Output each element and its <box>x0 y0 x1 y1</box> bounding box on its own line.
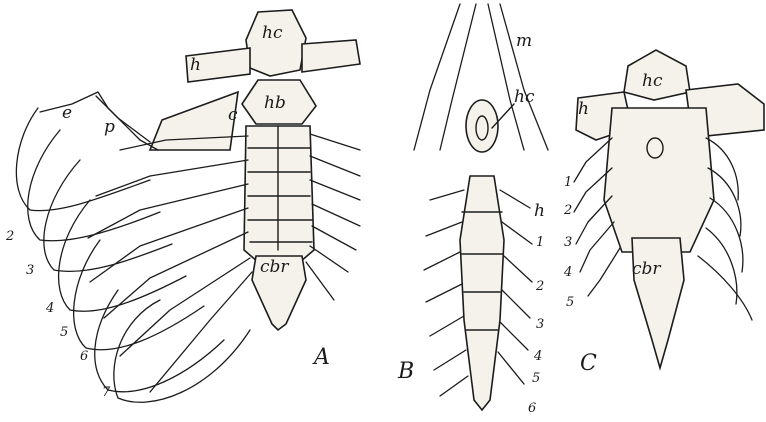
figure-b-rib-number-1: 1 <box>536 235 544 250</box>
figure-c-rib-number-4: 4 <box>563 265 572 280</box>
figure-c: hc h cbr 1 2 3 4 5 C <box>563 50 764 376</box>
figure-a-label-hb: hb <box>264 93 286 113</box>
figure-b-left-ribs <box>424 190 468 396</box>
figure-c-rib-number-1: 1 <box>564 175 572 190</box>
figure-c-rib-number-2: 2 <box>563 203 572 218</box>
figure-c-label-cbr: cbr <box>632 259 661 279</box>
figure-a-rib-number-2: 2 <box>5 229 14 244</box>
figure-a-vertebral-ribs <box>16 108 250 402</box>
figure-a-left-ribs <box>88 136 252 392</box>
figure-a-label-c: c <box>228 105 238 125</box>
figure-a-label-e: e <box>62 103 72 123</box>
figure-a-rib-number-7: 7 <box>102 385 111 400</box>
figure-b-muscle-right <box>500 4 548 150</box>
figure-a-label-cbr: cbr <box>260 257 289 277</box>
figure-a-right-ribs <box>306 134 360 300</box>
figure-a-hc-bone <box>246 10 306 76</box>
figure-a-label-p: p <box>104 117 115 137</box>
figure-b-letter: B <box>397 359 414 384</box>
figure-c-letter: C <box>580 351 597 376</box>
figure-b-right-ribs <box>498 190 532 384</box>
figure-b-label-m: m <box>516 31 532 51</box>
figure-a-h-bar-right <box>302 40 360 72</box>
figure-b-label-h: h <box>534 201 545 221</box>
figure-a-letter: A <box>312 345 330 370</box>
figure-b-rib-number-3: 3 <box>536 317 544 332</box>
figure-b-rib-number-5: 5 <box>532 371 540 386</box>
figure-a-rib-number-3: 3 <box>26 263 34 278</box>
figure-b: m hc h 1 2 3 4 5 6 B <box>397 4 548 416</box>
figure-b-rib-number-4: 4 <box>533 349 542 364</box>
figure-a-rib-number-5: 5 <box>60 325 68 340</box>
figure-b-rib-number-2: 2 <box>535 279 544 294</box>
figure-c-rib-number-5: 5 <box>566 295 574 310</box>
figure-c-sternal-plate <box>604 108 714 252</box>
figure-a-coracoid <box>150 92 238 150</box>
figure-b-rib-number-6: 6 <box>528 401 536 416</box>
figure-c-cbr-bone <box>632 238 684 368</box>
figure-a-rib-number-4: 4 <box>45 301 54 316</box>
figure-a-label-hc: hc <box>262 23 283 43</box>
figure-b-label-hc: hc <box>514 87 535 107</box>
figure-b-muscle-left <box>414 4 460 150</box>
figure-a-label-h: h <box>190 55 201 75</box>
figure-a: hc h hb c e p cbr 2 3 4 5 6 7 A <box>5 10 360 402</box>
figure-b-sternal-column <box>460 176 504 410</box>
figure-c-label-h: h <box>578 99 589 119</box>
figure-a-rib-number-6: 6 <box>80 349 88 364</box>
figure-c-label-hc: hc <box>642 71 663 91</box>
figure-c-rib-number-3: 3 <box>564 235 572 250</box>
figure-a-process-hook <box>40 92 158 150</box>
